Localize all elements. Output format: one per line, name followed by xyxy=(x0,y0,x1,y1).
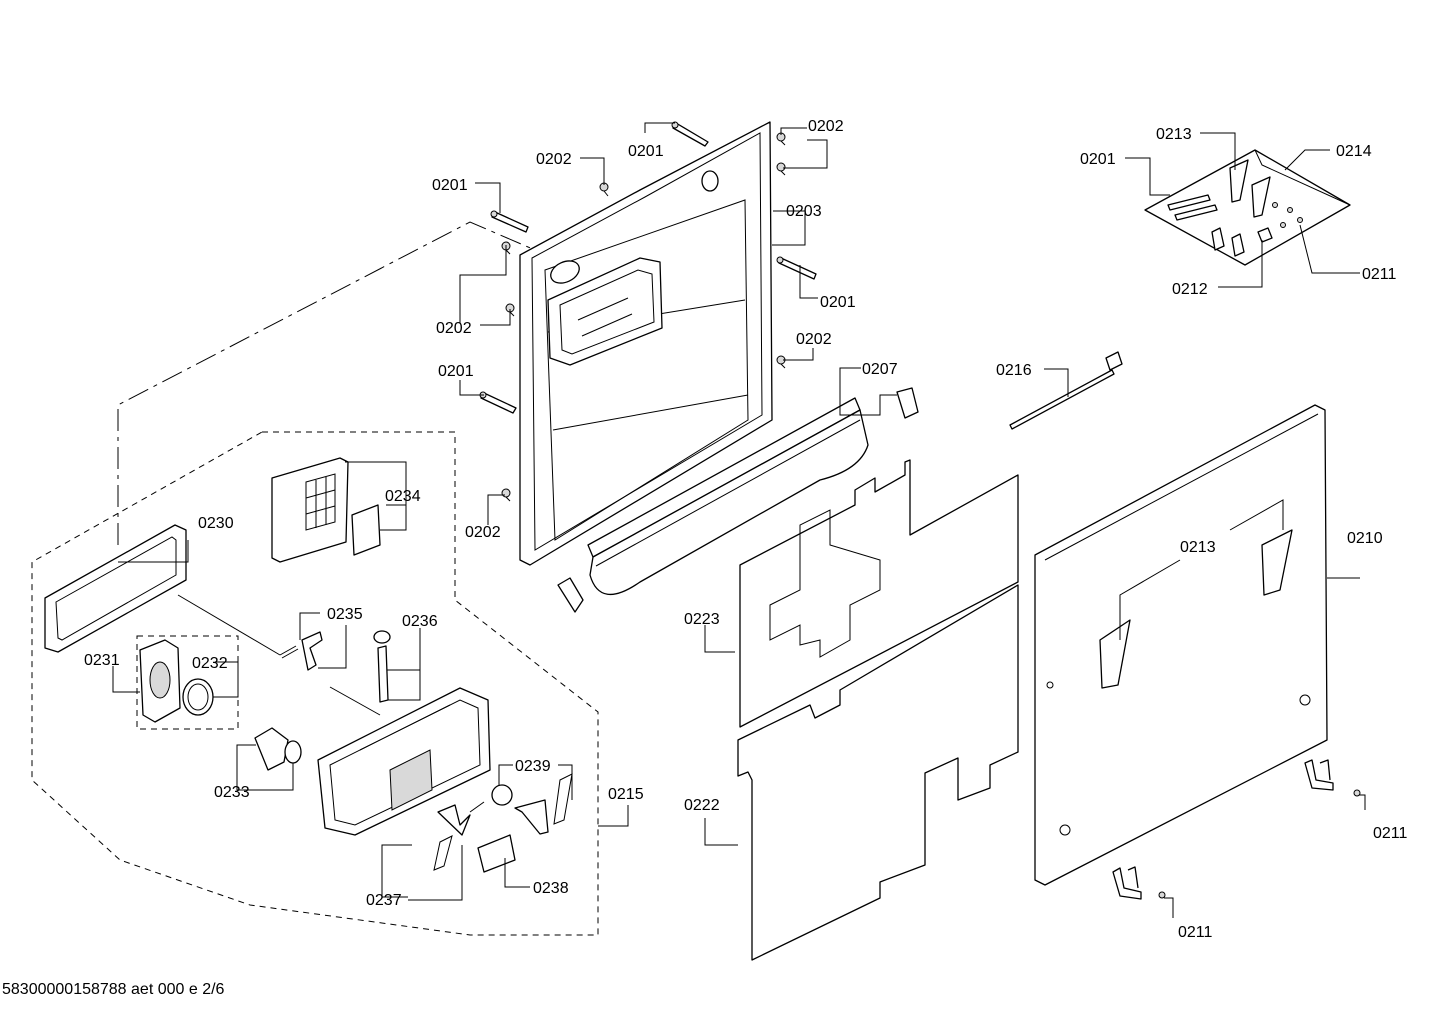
frame-gasket xyxy=(44,524,187,653)
label-0210: 0210 xyxy=(1347,530,1383,547)
label-0202-e: 0202 xyxy=(465,524,501,541)
detergent-dispenser xyxy=(317,687,491,836)
label-0212: 0212 xyxy=(1172,281,1208,298)
label-0234: 0234 xyxy=(385,488,421,505)
label-0237: 0237 xyxy=(366,892,402,909)
label-0233: 0233 xyxy=(214,784,250,801)
dispenser-levers xyxy=(433,773,573,873)
label-0211-a: 0211 xyxy=(1362,266,1397,283)
screw-0201-b xyxy=(490,210,529,233)
label-0201-d: 0201 xyxy=(438,363,474,380)
rinse-aid-cap xyxy=(254,727,302,771)
label-0202-b: 0202 xyxy=(808,118,844,135)
label-0215: 0215 xyxy=(608,786,644,803)
label-0203: 0203 xyxy=(786,203,822,220)
label-0214: 0214 xyxy=(1336,143,1372,160)
dispenser-cap xyxy=(139,639,181,723)
label-0211-c: 0211 xyxy=(1178,924,1213,941)
label-0211-b: 0211 xyxy=(1373,825,1408,842)
side-panel xyxy=(1034,404,1328,886)
label-0202-a: 0202 xyxy=(536,151,572,168)
label-0239: 0239 xyxy=(515,758,551,775)
screw-0201-c xyxy=(776,256,817,280)
label-0201-a: 0201 xyxy=(628,143,664,160)
vent-unit xyxy=(271,457,381,563)
label-0201-e: 0201 xyxy=(1080,151,1116,168)
label-0223: 0223 xyxy=(684,611,720,628)
door-inner-panel xyxy=(519,121,773,566)
label-0201-b: 0201 xyxy=(432,177,468,194)
hinge-brackets xyxy=(1112,759,1361,900)
label-0230: 0230 xyxy=(198,515,234,532)
label-0216: 0216 xyxy=(996,362,1032,379)
label-0201-c: 0201 xyxy=(820,294,856,311)
assembly-outline xyxy=(117,221,536,545)
label-0231: 0231 xyxy=(84,652,120,669)
label-0238: 0238 xyxy=(533,880,569,897)
label-0222: 0222 xyxy=(684,797,720,814)
insulation-pad-lower xyxy=(737,584,1019,961)
label-0235: 0235 xyxy=(327,606,363,623)
cable-tie xyxy=(1009,351,1123,430)
dispenser-small-parts xyxy=(279,630,391,703)
label-0202-c: 0202 xyxy=(436,320,472,337)
leader-lines xyxy=(112,122,1366,918)
screw-0201-d xyxy=(479,391,517,414)
label-0207: 0207 xyxy=(862,361,898,378)
door-seal-profile xyxy=(557,387,919,613)
label-0232: 0232 xyxy=(192,655,228,672)
insulation-pad-upper xyxy=(739,459,1019,728)
label-0236: 0236 xyxy=(402,613,438,630)
label-0213-a: 0213 xyxy=(1156,126,1192,143)
label-0213-b: 0213 xyxy=(1180,539,1216,556)
label-0202-d: 0202 xyxy=(796,331,832,348)
part-labels: 0201 0202 0202 0201 0203 0201 0202 0202 … xyxy=(84,118,1408,941)
screw-0201-a xyxy=(671,121,709,147)
accessory-bag xyxy=(1144,149,1351,266)
dispenser-group-outline xyxy=(31,431,599,936)
cap-seal-ring xyxy=(182,678,214,716)
drawing-reference-number: 58300000158788 aet 000 e 2/6 xyxy=(2,981,225,998)
